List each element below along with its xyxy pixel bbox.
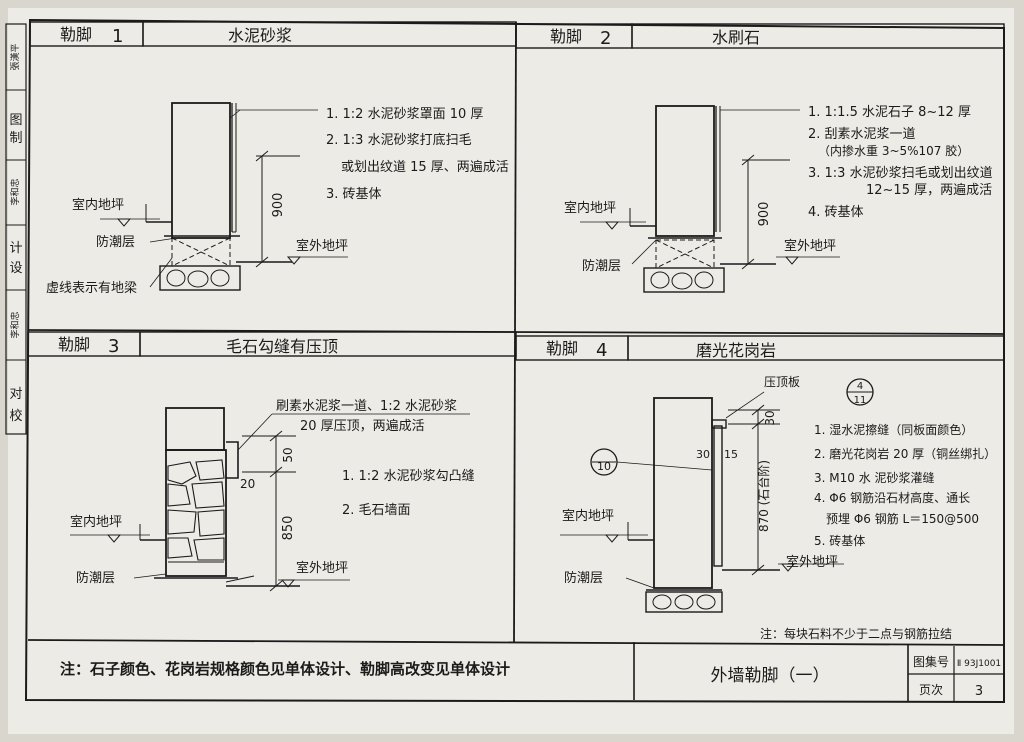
note-text: 5. 砖基体 <box>814 533 865 548</box>
panel-title: 水刷石 <box>712 28 760 47</box>
callout-number: 4 <box>857 381 863 392</box>
note-text: 3. M10 水 泥砂浆灌缝 <box>814 470 935 485</box>
label-beam: 虚线表示有地梁 <box>46 281 137 296</box>
note-text: 2. 1:3 水泥砂浆打底扫毛 <box>326 132 472 148</box>
title-block: 注：石子颜色、花岗岩规格颜色见单体设计、勒脚高改变见单体设计 外墙勒脚（一） 图… <box>60 642 1004 701</box>
note-text: 2. 毛石墙面 <box>342 503 411 518</box>
panel-number: 3 <box>108 336 119 357</box>
panel-4: 勒脚 4 磨光花岗岩 30 30 15 870 (石台阶) 10 4 11 压 <box>515 335 1005 641</box>
sheet-title: 外墙勒脚（一） <box>711 666 830 686</box>
panel-label: 勒脚 <box>60 25 92 44</box>
note-text: 1. 1:2 水泥砂浆罩面 10 厚 <box>326 107 483 122</box>
dim-text: 850 <box>281 516 296 541</box>
bottom-note: 注：石子颜色、花岗岩规格颜色见单体设计、勒脚高改变见单体设计 <box>60 660 510 678</box>
note-text: 3. 1:3 水泥砂浆扫毛或划出纹道 <box>808 166 993 181</box>
side-panel: 图 制 计 设 对 校 張漢平 李和忠 李和忠 <box>5 23 27 435</box>
panel-label: 勒脚 <box>550 27 582 46</box>
stone-footing <box>643 267 725 293</box>
note-text: 刷素水泥浆一道、1:2 水泥砂浆 <box>276 399 457 414</box>
dim-text: 15 <box>724 448 738 461</box>
dim-text: 30 <box>696 448 710 461</box>
brick-wall <box>653 397 713 589</box>
bottom-block-top <box>27 639 1005 646</box>
dim-text: 900 <box>271 193 286 218</box>
label-indoor: 室内地坪 <box>72 197 124 213</box>
rubble-stone-wall <box>165 449 227 577</box>
note-text: 12~15 厚，两遍成活 <box>866 182 992 198</box>
side-label: 制 <box>9 131 22 146</box>
note-text: 1. 湿水泥擦缝（同板面颜色） <box>814 422 973 437</box>
note-text: 4. 砖基体 <box>808 205 864 220</box>
signature: 張漢平 <box>9 43 21 70</box>
panel-number: 1 <box>112 26 123 47</box>
stone-footing <box>159 265 241 291</box>
note-text: 2. 刮素水泥浆一道 <box>808 127 916 142</box>
note-text: 3. 砖基体 <box>326 187 382 202</box>
dim-text: 870 (石台阶) <box>756 460 771 532</box>
side-label: 设 <box>9 261 22 276</box>
signature: 李和忠 <box>9 311 21 338</box>
label-moisture: 防潮层 <box>582 258 621 274</box>
label-outdoor: 室外地坪 <box>786 554 838 570</box>
page-label: 页次 <box>919 683 943 697</box>
side-label: 对 <box>9 387 22 402</box>
side-label: 图 <box>9 113 22 128</box>
note-text: 或划出纹道 15 厚、两遍成活 <box>341 159 509 175</box>
granite-slab <box>713 425 723 567</box>
panel-number: 4 <box>596 340 607 361</box>
cap-plate <box>711 419 727 429</box>
callout-number: 11 <box>854 395 867 406</box>
label-moisture: 防潮层 <box>564 570 603 586</box>
panel-title: 磨光花岗岩 <box>696 341 776 360</box>
note-text: 4. Φ6 钢筋沿石材高度、通长 <box>814 490 970 505</box>
paper <box>8 8 1014 734</box>
note-text: 预埋 Φ6 钢筋 L＝150@500 <box>826 511 979 526</box>
note-text: 1. 1:2 水泥砂浆勾凸缝 <box>342 469 475 484</box>
panel-3: 勒脚 3 毛石勾缝有压顶 50 20 850 <box>27 331 517 592</box>
side-label: 校 <box>9 408 22 424</box>
label-indoor: 室内地坪 <box>562 508 614 524</box>
panel-title: 毛石勾缝有压顶 <box>226 337 338 356</box>
stone-footing <box>645 591 723 613</box>
rubble-stones <box>167 459 225 563</box>
label-cap-plate: 压顶板 <box>764 375 800 389</box>
outer-frame <box>24 18 1005 704</box>
signature: 李和忠 <box>9 178 21 205</box>
panel-title: 水泥砂浆 <box>228 26 292 45</box>
dim-text: 900 <box>757 202 772 227</box>
dim-text: 50 <box>281 447 295 462</box>
note-text: （内掺水重 3~5%107 胶） <box>818 143 969 158</box>
dim-text: 30 <box>763 410 777 425</box>
dim-text: 20 <box>240 477 255 491</box>
panel-number: 2 <box>600 28 611 49</box>
label-outdoor: 室外地坪 <box>296 560 348 576</box>
label-moisture: 防潮层 <box>96 234 135 250</box>
panel-label: 勒脚 <box>546 339 578 358</box>
panel-2: 勒脚 2 水刷石 900 室内地坪 防潮层 室外地坪 1. 1:1.5 水泥石子… <box>515 23 1005 293</box>
note-text: 2. 磨光花岗岩 20 厚（铜丝绑扎） <box>814 446 996 461</box>
note-text: 1. 1:1.5 水泥石子 8~12 厚 <box>808 105 971 120</box>
page-number: 3 <box>975 684 983 699</box>
coping-cap <box>226 441 239 479</box>
callout-number: 10 <box>597 460 611 473</box>
label-outdoor: 室外地坪 <box>784 238 836 254</box>
atlas-number: Ⅱ 93J1001 <box>957 659 1001 669</box>
brick-wall <box>655 105 715 237</box>
panel-label: 勒脚 <box>58 335 90 354</box>
side-label: 计 <box>9 241 22 256</box>
note-text: 20 厚压顶，两遍成活 <box>300 418 425 434</box>
atlas-label: 图集号 <box>913 654 949 669</box>
label-indoor: 室内地坪 <box>564 200 616 216</box>
label-indoor: 室内地坪 <box>70 514 122 530</box>
label-outdoor: 室外地坪 <box>296 238 348 254</box>
panel-footnote: 注：每块石料不少于二点与钢筋拉结 <box>760 626 952 641</box>
label-moisture: 防潮层 <box>76 570 115 586</box>
